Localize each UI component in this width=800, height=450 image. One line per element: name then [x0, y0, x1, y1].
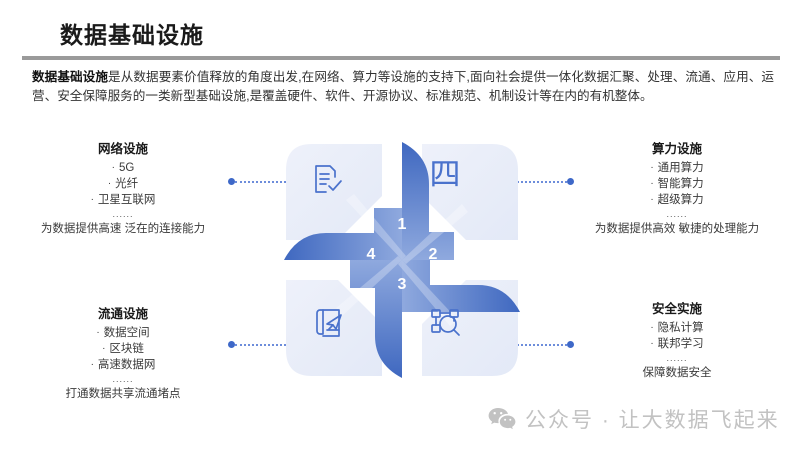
connector-dot-icon	[228, 178, 235, 185]
list-item: ·通用算力	[582, 160, 772, 176]
connector-security	[512, 340, 574, 349]
blade-number-3: 3	[397, 276, 407, 293]
quadrant-ellipsis: ......	[666, 209, 688, 219]
bullet-icon: ·	[650, 194, 654, 205]
document-send-icon	[312, 306, 346, 340]
quadrant-ellipsis: ......	[666, 353, 688, 363]
bullet-icon: ·	[650, 338, 654, 349]
intro-body: 是从数据要素价值释放的角度出发,在网络、算力等设施的支持下,面向社会提供一体化数…	[32, 70, 775, 103]
four-character-glyph: 四	[429, 157, 461, 193]
quadrant-title: 安全实施	[651, 302, 702, 316]
quadrant-security: 安全实施 ·隐私计算 ·联邦学习 ...... 保障数据安全	[582, 298, 772, 380]
panel-top-right	[422, 144, 518, 240]
bullet-icon: ·	[107, 178, 112, 189]
quadrant-computing: 算力设施 ·通用算力 ·智能算力 ·超级算力 ...... 为数据提供高效 敏捷…	[582, 138, 772, 236]
list-item: ·数据空间	[28, 325, 218, 341]
list-item: ·隐私计算	[582, 320, 772, 336]
connector-line	[512, 343, 567, 346]
connector-dot-icon	[228, 341, 235, 348]
connector-network	[228, 177, 290, 186]
blade-number-1: 1	[397, 216, 407, 233]
list-item: ·超级算力	[582, 192, 772, 208]
list-item-label: 光纤	[115, 178, 139, 190]
blade-top	[402, 142, 454, 260]
bullet-icon: ·	[650, 162, 654, 173]
quadrant-item-list: ·通用算力 ·智能算力 ·超级算力	[582, 160, 772, 208]
quadrant-item-list: ·5G ·光纤 ·卫星互联网	[28, 160, 218, 208]
panel-top-left	[286, 144, 382, 240]
pinwheel-diagram: 1 2 3 4 四	[278, 136, 526, 384]
blade-number-2: 2	[428, 246, 438, 263]
list-item-label: 5G	[119, 162, 135, 174]
intro-lead: 数据基础设施	[32, 70, 109, 84]
title-divider	[22, 56, 780, 60]
quadrant-title: 网络设施	[97, 142, 148, 156]
list-item: · 5G	[28, 160, 218, 176]
watermark-text: 公众号 · 让大数据飞起来	[525, 409, 780, 432]
quadrant-caption: 为数据提供高速 泛在的连接能力	[40, 223, 206, 235]
list-item-label: 超级算力	[657, 194, 704, 206]
quadrant-ellipsis: ......	[112, 209, 134, 219]
list-item: ·光纤	[28, 176, 218, 192]
document-check-icon	[310, 162, 344, 196]
blade-group	[284, 142, 520, 378]
bullet-icon: ·	[102, 343, 106, 354]
pinwheel-graphic	[284, 142, 520, 378]
quadrant-item-list: ·数据空间 ·区块链 ·高速数据网	[28, 325, 218, 373]
bullet-icon: ·	[650, 178, 654, 189]
watermark: 公众号 · 让大数据飞起来	[488, 404, 780, 434]
bullet-icon: ·	[650, 322, 654, 333]
list-item-label: 隐私计算	[657, 322, 704, 334]
quadrant-circulation: 流通设施 ·数据空间 ·区块链 ·高速数据网 ...... 打通数据共享流通堵点	[28, 303, 218, 401]
quadrant-item-list: ·隐私计算 ·联邦学习	[582, 320, 772, 352]
page-title: 数据基础设施	[60, 22, 204, 48]
quadrant-caption: 打通数据共享流通堵点	[65, 388, 181, 400]
list-item-label: 卫星互联网	[97, 194, 156, 206]
bullet-icon: ·	[111, 162, 115, 173]
page-header: 数据基础设施	[0, 0, 800, 62]
list-item-label: 高速数据网	[97, 359, 156, 371]
bullet-icon: ·	[96, 327, 100, 338]
wechat-icon	[488, 407, 516, 431]
center-cross	[336, 194, 468, 326]
connector-dot-icon	[567, 178, 574, 185]
connector-dot-icon	[567, 341, 574, 348]
quadrant-network: 网络设施 ·5G ·光纤 ·卫星互联网 ...... 为数据提供高速 泛在的连接…	[28, 138, 218, 236]
list-item-label: 联邦学习	[657, 338, 704, 350]
data-scan-icon	[428, 306, 462, 340]
quadrant-caption: 为数据提供高效 敏捷的处理能力	[594, 223, 760, 235]
blade-bottom	[350, 260, 402, 378]
list-item-label: 通用算力	[657, 162, 704, 174]
connector-circulation	[228, 340, 290, 349]
list-item: ·智能算力	[582, 176, 772, 192]
bullet-icon: ·	[90, 359, 94, 370]
quadrant-caption: 保障数据安全	[642, 367, 712, 379]
list-item: ·联邦学习	[582, 336, 772, 352]
bullet-icon: ·	[90, 194, 94, 205]
connector-line	[235, 343, 290, 346]
blade-right	[402, 260, 520, 312]
connector-line	[235, 180, 290, 183]
quadrant-title: 流通设施	[97, 307, 148, 321]
list-item: ·卫星互联网	[28, 192, 218, 208]
blade-left	[284, 208, 402, 260]
quadrant-title: 算力设施	[651, 142, 702, 156]
list-item: ·高速数据网	[28, 357, 218, 373]
list-item: ·区块链	[28, 341, 218, 357]
intro-paragraph: 数据基础设施是从数据要素价值释放的角度出发,在网络、算力等设施的支持下,面向社会…	[32, 68, 774, 106]
list-item-label: 数据空间	[103, 327, 150, 339]
quadrant-ellipsis: ......	[112, 374, 134, 384]
connector-computing	[512, 177, 574, 186]
panel-bottom-left	[286, 280, 382, 376]
blade-number-4: 4	[366, 246, 376, 263]
list-item-label: 智能算力	[657, 178, 704, 190]
list-item-label: 区块链	[109, 343, 144, 355]
connector-line	[512, 180, 567, 183]
